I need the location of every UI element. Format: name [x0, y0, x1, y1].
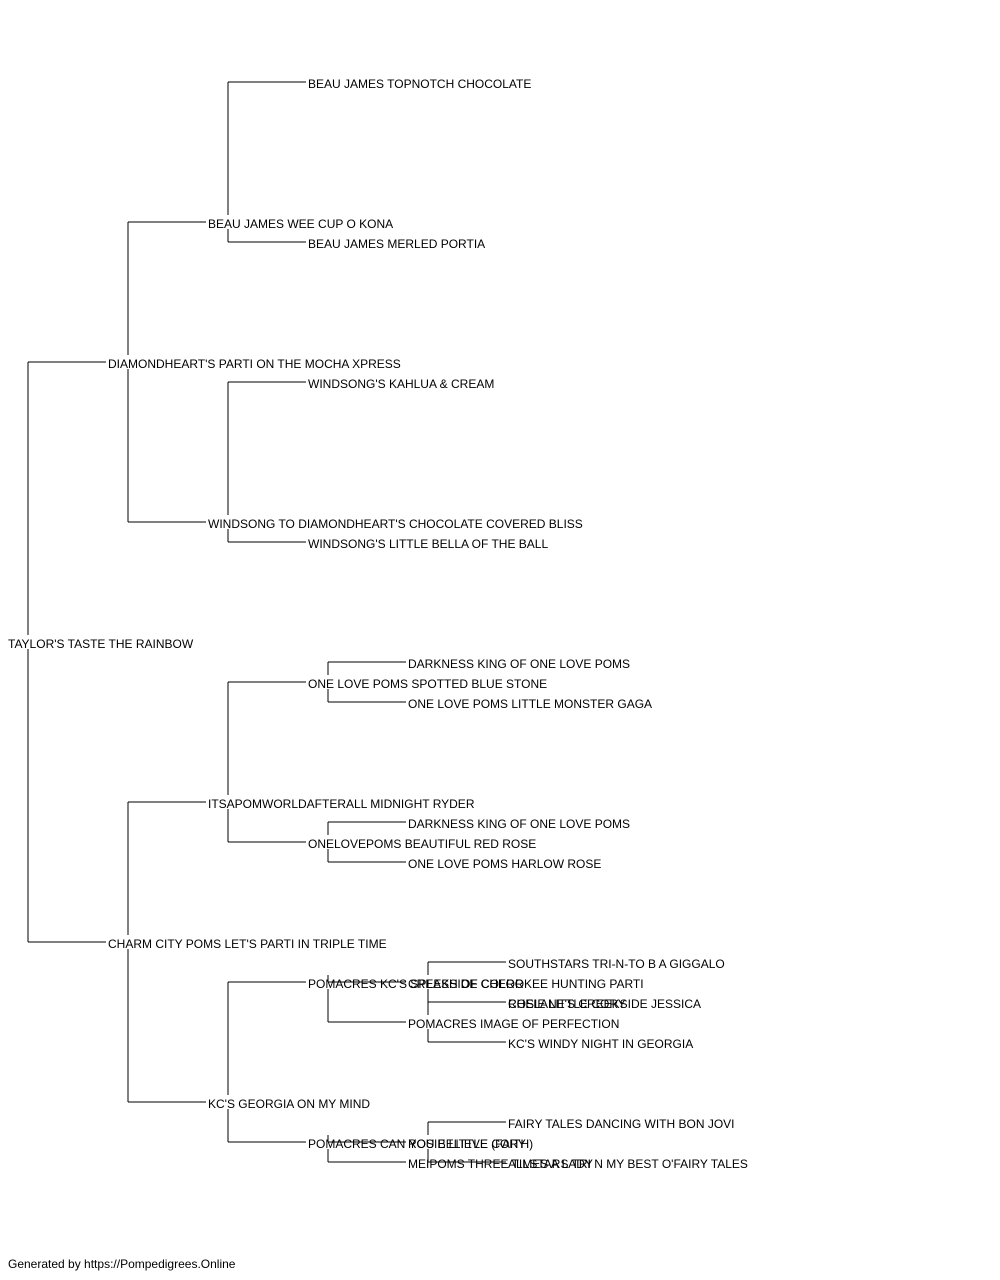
dog-name-gen-1[interactable]: DIAMONDHEART'S PARTI ON THE MOCHA XPRESS — [108, 357, 401, 371]
footer-credit: Generated by https://Pompedigrees.Online — [8, 1257, 236, 1271]
dog-name-gen-5[interactable]: KC'S WINDY NIGHT IN GEORGIA — [508, 1037, 693, 1051]
dog-name-gen-2[interactable]: KC'S GEORGIA ON MY MIND — [208, 1097, 370, 1111]
dog-name-gen-3[interactable]: BEAU JAMES MERLED PORTIA — [308, 237, 485, 251]
dog-name-gen-4[interactable]: CREEKSIDE CHEROKEE HUNTING PARTI — [408, 977, 644, 991]
dog-name-gen-3[interactable]: ONELOVEPOMS BEAUTIFUL RED ROSE — [308, 837, 536, 851]
pedigree-connector-lines — [27, 81, 506, 1163]
dog-name-gen-3[interactable]: ONE LOVE POMS SPOTTED BLUE STONE — [308, 677, 547, 691]
pedigree-name-labels: BEAU JAMES TOPNOTCH CHOCOLATE BEAU JAMES … — [8, 77, 748, 1171]
dog-name-gen-3[interactable]: WINDSONG'S LITTLE BELLA OF THE BALL — [308, 537, 548, 551]
dog-name-gen-4[interactable]: MEIPOMS THREE TIMES A LADY — [408, 1157, 593, 1171]
dog-name-gen-4[interactable]: POMACRES IMAGE OF PERFECTION — [408, 1017, 619, 1031]
dog-name-gen-3[interactable]: BEAU JAMES TOPNOTCH CHOCOLATE — [308, 77, 531, 91]
dog-name-gen-4[interactable]: ONE LOVE POMS HARLOW ROSE — [408, 857, 601, 871]
dog-name-gen-4[interactable]: DARKNESS KING OF ONE LOVE POMS — [408, 657, 630, 671]
dog-name-gen-2[interactable]: ITSAPOMWORLDAFTERALL MIDNIGHT RYDER — [208, 797, 475, 811]
dog-name-gen-1[interactable]: CHARM CITY POMS LET'S PARTI IN TRIPLE TI… — [108, 937, 387, 951]
dog-name-gen-0[interactable]: TAYLOR'S TASTE THE RAINBOW — [8, 637, 194, 651]
dog-name-gen-3[interactable]: WINDSONG'S KAHLUA & CREAM — [308, 377, 494, 391]
dog-name-gen-2[interactable]: WINDSONG TO DIAMONDHEART'S CHOCOLATE COV… — [208, 517, 583, 531]
dog-name-gen-5[interactable]: ROSIE LITTLE CORY — [508, 997, 626, 1011]
dog-name-gen-5[interactable]: CHELANE'S CREEKSIDE JESSICA — [508, 997, 701, 1011]
dog-name-gen-5[interactable]: ALLSTARS TRI N MY BEST O'FAIRY TALES — [508, 1157, 748, 1171]
dog-name-gen-4[interactable]: ROSIE LITTLE CORY — [408, 1137, 526, 1151]
dog-name-gen-5[interactable]: FAIRY TALES DANCING WITH BON JOVI — [508, 1117, 735, 1131]
dog-name-gen-3[interactable]: POMACRES CAN YOU BELIEVE (FAITH) — [308, 1137, 533, 1151]
dog-name-gen-4[interactable]: ONE LOVE POMS LITTLE MONSTER GAGA — [408, 697, 652, 711]
dog-name-gen-5[interactable]: SOUTHSTARS TRI-N-TO B A GIGGALO — [508, 957, 725, 971]
dog-name-gen-4[interactable]: DARKNESS KING OF ONE LOVE POMS — [408, 817, 630, 831]
dog-name-gen-3[interactable]: POMACRES KC'S SPLASH OF COLOR — [308, 977, 524, 991]
dog-name-gen-2[interactable]: BEAU JAMES WEE CUP O KONA — [208, 217, 393, 231]
